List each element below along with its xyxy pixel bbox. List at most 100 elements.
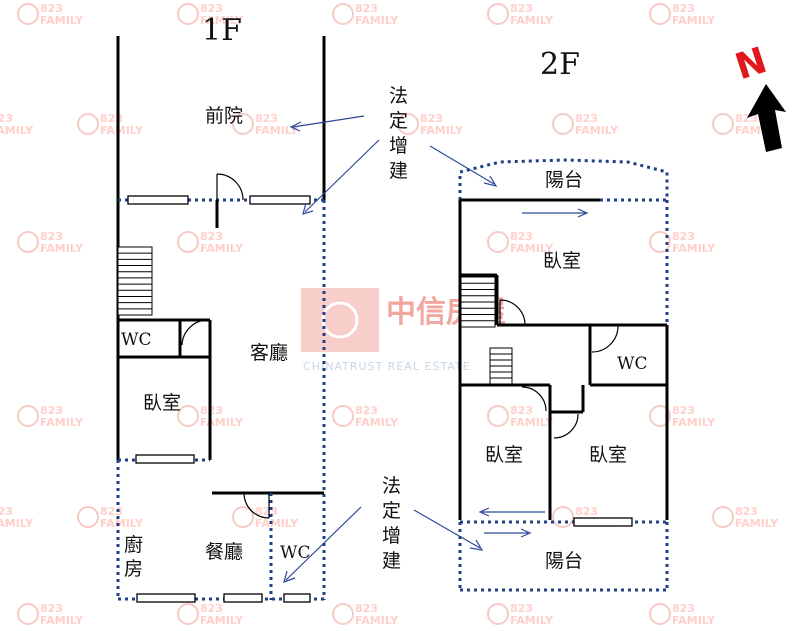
room-2f-bedroom-right: 臥室: [589, 444, 627, 466]
leader-top-to-yard: [289, 115, 365, 132]
svg-text:FAMILY: FAMILY: [40, 416, 84, 429]
center-watermark-en: CHINATRUST REAL ESTATE: [303, 360, 471, 373]
north-arrow-icon: [747, 84, 786, 152]
stairs-2f: [460, 276, 513, 385]
second-floor-plan: 2F WC: [458, 47, 669, 592]
svg-text:FAMILY: FAMILY: [672, 14, 716, 27]
svg-text:823: 823: [100, 505, 123, 518]
svg-text:823: 823: [672, 602, 695, 615]
floor-label-2f: 2F: [540, 47, 580, 82]
svg-text:FAMILY: FAMILY: [0, 517, 34, 530]
center-watermark-logo: [301, 288, 379, 352]
svg-text:FAMILY: FAMILY: [100, 124, 144, 137]
door-1f-yard-swing: [216, 173, 244, 201]
stairs-1f: [117, 246, 153, 316]
svg-text:823: 823: [575, 112, 598, 125]
room-2f-balcony-top: 陽台: [545, 169, 583, 191]
room-1f-wc-lower: WC: [280, 543, 310, 563]
center-watermark: 中信房屋 CHINATRUST REAL ESTATE: [301, 288, 506, 373]
svg-text:823: 823: [355, 602, 378, 615]
svg-text:FAMILY: FAMILY: [510, 242, 554, 255]
svg-text:823: 823: [255, 112, 278, 125]
room-2f-bedroom-left: 臥室: [485, 444, 523, 466]
window-2f-right-bedroom: [573, 517, 633, 527]
svg-text:FAMILY: FAMILY: [355, 14, 399, 27]
svg-text:823: 823: [200, 602, 223, 615]
svg-text:FAMILY: FAMILY: [255, 124, 299, 137]
svg-text:FAMILY: FAMILY: [100, 517, 144, 530]
svg-text:FAMILY: FAMILY: [510, 416, 554, 429]
svg-text:823: 823: [200, 2, 223, 15]
room-1f-front-yard: 前院: [205, 105, 243, 127]
svg-text:823: 823: [672, 230, 695, 243]
svg-text:823: 823: [735, 505, 758, 518]
first-floor-plan: 1F 前院 客廳 WC 臥室 廚 房 餐廳 WC: [116, 13, 326, 603]
svg-text:823: 823: [355, 404, 378, 417]
room-1f-kitchen-char-2: 房: [124, 558, 143, 580]
svg-text:法: 法: [389, 85, 408, 107]
window-1f-yard-right: [249, 195, 311, 205]
svg-text:823: 823: [40, 230, 63, 243]
room-1f-living: 客廳: [250, 342, 288, 364]
svg-text:FAMILY: FAMILY: [510, 614, 554, 627]
leader-top-to-2f-balcony: [429, 145, 498, 187]
svg-text:823: 823: [0, 505, 13, 518]
svg-text:FAMILY: FAMILY: [40, 242, 84, 255]
svg-text:FAMILY: FAMILY: [510, 14, 554, 27]
svg-text:FAMILY: FAMILY: [420, 124, 464, 137]
svg-text:823: 823: [510, 602, 533, 615]
svg-text:823: 823: [420, 112, 443, 125]
svg-text:FAMILY: FAMILY: [200, 242, 244, 255]
door-1f-lower-wc-swing: [243, 492, 270, 519]
svg-text:FAMILY: FAMILY: [672, 242, 716, 255]
svg-text:823: 823: [40, 602, 63, 615]
stairs-1f-outline: [117, 246, 153, 316]
svg-text:FAMILY: FAMILY: [355, 614, 399, 627]
room-1f-wc-upper: WC: [121, 330, 151, 350]
svg-text:823: 823: [200, 230, 223, 243]
window-1f-bedroom: [135, 454, 195, 464]
svg-text:FAMILY: FAMILY: [672, 614, 716, 627]
leader-top-to-living: [302, 139, 380, 215]
arrow-2f-bottom-left: [478, 507, 545, 517]
svg-text:FAMILY: FAMILY: [355, 416, 399, 429]
door-2f-bedroom-swing: [499, 299, 526, 326]
svg-text:建: 建: [389, 160, 408, 182]
door-2f-wc-swing: [591, 325, 619, 353]
window-1f-wc: [283, 593, 311, 603]
room-1f-kitchen-char-1: 廚: [124, 533, 143, 556]
svg-text:FAMILY: FAMILY: [200, 416, 244, 429]
svg-text:定: 定: [382, 500, 401, 522]
room-2f-balcony-bottom: 陽台: [545, 550, 583, 572]
svg-text:FAMILY: FAMILY: [200, 14, 244, 27]
north-letter: N: [731, 40, 772, 88]
note-legal-extension-top: 法 定 增 建: [289, 85, 498, 215]
svg-text:FAMILY: FAMILY: [672, 416, 716, 429]
room-1f-bedroom: 臥室: [143, 392, 181, 414]
watermark-layer: 823FAMILY823FAMILY823FAMILY823FAMILY823F…: [0, 2, 779, 627]
svg-text:823: 823: [510, 230, 533, 243]
svg-text:FAMILY: FAMILY: [735, 517, 779, 530]
svg-text:FAMILY: FAMILY: [575, 124, 619, 137]
leader-bottom-to-2f: [413, 509, 484, 551]
svg-text:823: 823: [510, 2, 533, 15]
svg-text:823: 823: [355, 2, 378, 15]
stairs-2f-steps: [461, 282, 512, 379]
